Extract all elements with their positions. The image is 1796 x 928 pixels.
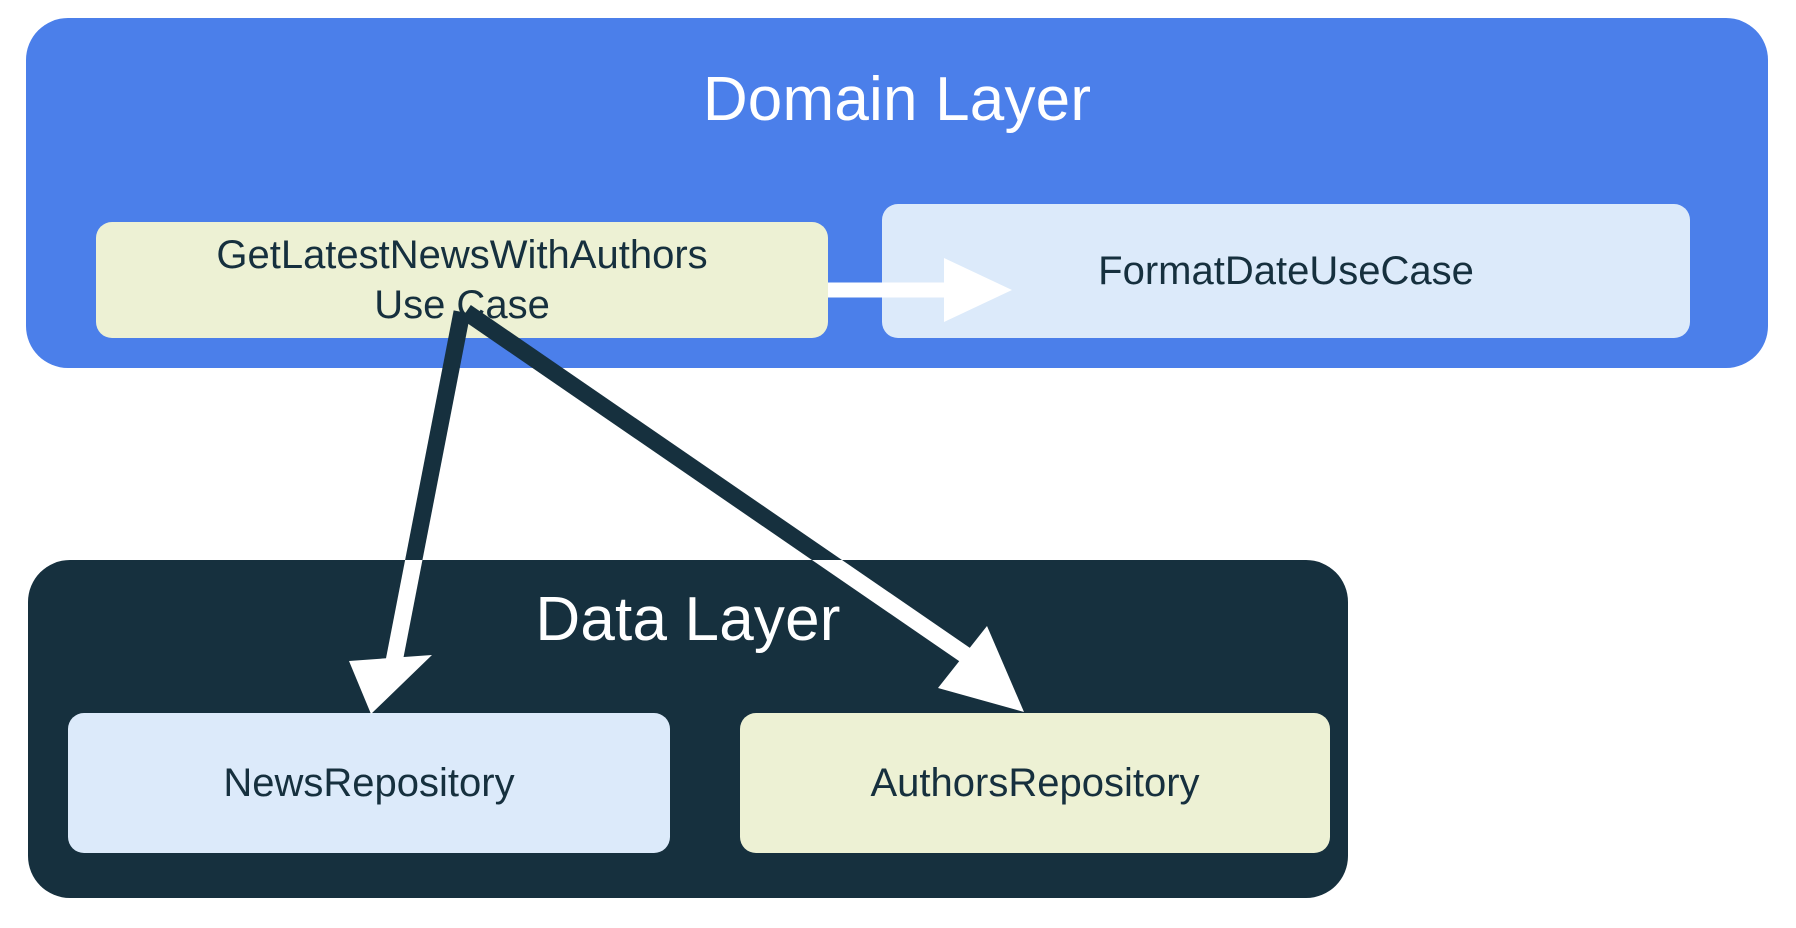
node-get-latest-news-with-authors-use-case[interactable]: GetLatestNewsWithAuthors Use Case <box>96 222 828 338</box>
node-label: AuthorsRepository <box>870 761 1200 805</box>
node-authors-repository[interactable]: AuthorsRepository <box>740 713 1330 853</box>
node-label: NewsRepository <box>223 761 515 805</box>
node-label: FormatDateUseCase <box>1098 249 1474 293</box>
node-news-repository[interactable]: NewsRepository <box>68 713 670 853</box>
domain-layer-title: Domain Layer <box>702 65 1092 134</box>
node-label-line2: Use Case <box>374 283 550 327</box>
data-layer-container[interactable]: Data Layer NewsRepository AuthorsReposit… <box>28 560 1348 898</box>
data-layer-title: Data Layer <box>535 585 841 654</box>
node-label: GetLatestNewsWithAuthors Use Case <box>216 230 707 330</box>
node-label-line1: GetLatestNewsWithAuthors <box>216 233 708 277</box>
domain-layer-container[interactable]: Domain Layer GetLatestNewsWithAuthors Us… <box>26 18 1768 368</box>
node-format-date-use-case[interactable]: FormatDateUseCase <box>882 204 1690 338</box>
